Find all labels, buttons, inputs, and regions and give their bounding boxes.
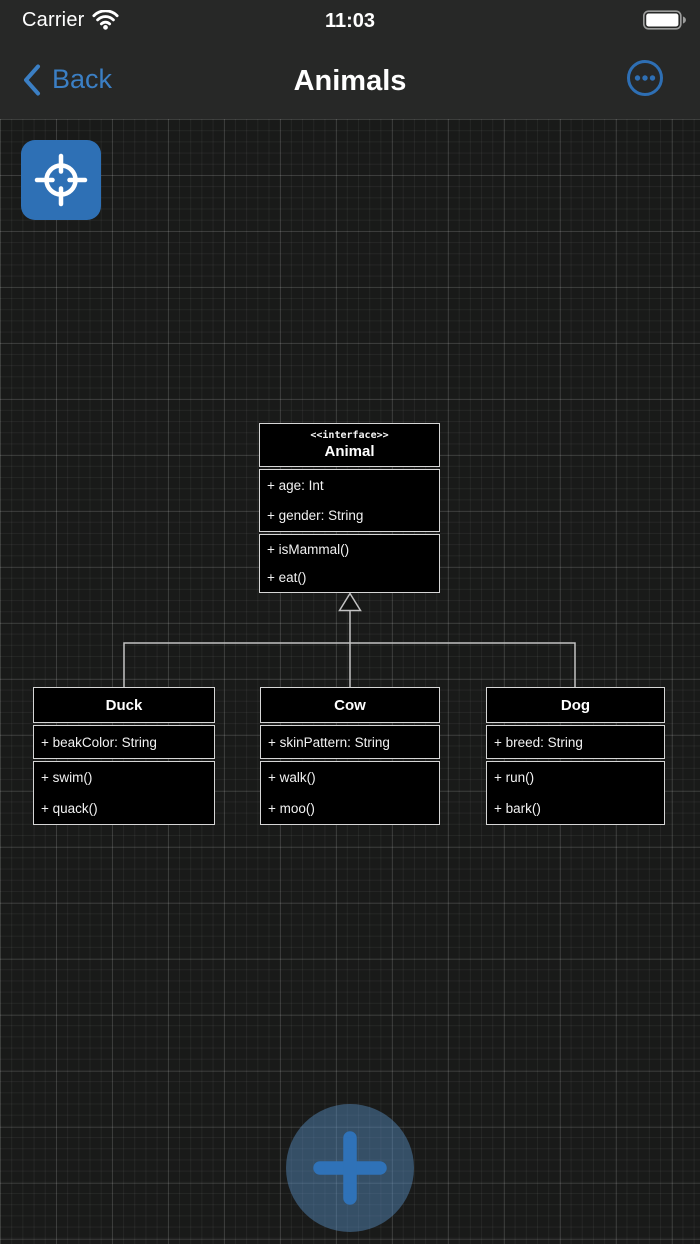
chevron-left-icon [24,64,40,95]
class-box-dog[interactable]: Dog + breed: String + run() + bark() [486,687,665,825]
crosshair-target-icon [34,153,88,207]
top-bars: Carrier 11:03 Back [0,0,700,119]
method-row: + quack() [41,801,98,816]
method-row: + isMammal() [267,541,350,557]
back-button[interactable]: Back [22,40,112,119]
status-time: 11:03 [324,10,376,32]
page-title: Animals [293,65,407,97]
class-header: <<interface>> Animal [259,423,440,467]
class-box-cow[interactable]: Cow + skinPattern: String + walk() + moo… [260,687,440,825]
method-row: + bark() [494,801,541,816]
class-stereotype: <<interface>> [310,430,389,441]
class-methods: + walk() + moo() [260,761,440,825]
method-row: + swim() [41,770,93,785]
class-attributes: + beakColor: String [33,725,215,759]
attribute-row: + gender: String [267,508,364,524]
carrier-label: Carrier [22,8,85,31]
method-row: + run() [494,770,535,785]
diagram-canvas[interactable]: <<interface>> Animal + age: Int + gender… [0,119,700,1244]
center-view-button[interactable] [21,140,101,220]
attribute-row: + breed: String [494,734,583,750]
ellipsis-circle-icon [627,60,663,96]
status-bar: Carrier 11:03 [0,0,700,40]
inheritance-connector-dog[interactable] [350,642,576,687]
class-name: Animal [324,443,375,460]
class-header: Cow [260,687,440,723]
class-methods: + run() + bark() [486,761,665,825]
method-row: + moo() [268,801,315,816]
class-name: Cow [334,696,366,714]
attribute-row: + beakColor: String [41,734,157,750]
class-attributes: + age: Int + gender: String [259,469,440,532]
class-attributes: + skinPattern: String [260,725,440,759]
class-header: Dog [486,687,665,723]
nav-bar: Back Animals [0,40,700,119]
class-name: Duck [105,696,143,714]
class-header: Duck [33,687,215,723]
plus-icon [313,1131,387,1205]
attribute-row: + skinPattern: String [268,734,390,750]
wifi-icon [91,10,119,30]
class-name: Dog [560,696,591,714]
add-button[interactable] [286,1104,414,1232]
inheritance-arrowhead [338,592,362,612]
carrier-group: Carrier [22,0,119,40]
method-row: + eat() [267,570,307,586]
attribute-row: + age: Int [267,477,324,493]
connector-layer [123,592,576,687]
class-methods: + swim() + quack() [33,761,215,825]
more-button[interactable] [626,59,664,97]
battery-full-icon [643,10,686,30]
class-box-duck[interactable]: Duck + beakColor: String + swim() + quac… [33,687,215,825]
inheritance-connector-duck[interactable] [123,642,350,687]
method-row: + walk() [268,770,316,785]
class-attributes: + breed: String [486,725,665,759]
class-methods: + isMammal() + eat() [259,534,440,593]
class-box-animal[interactable]: <<interface>> Animal + age: Int + gender… [259,423,440,593]
back-label: Back [52,64,113,94]
